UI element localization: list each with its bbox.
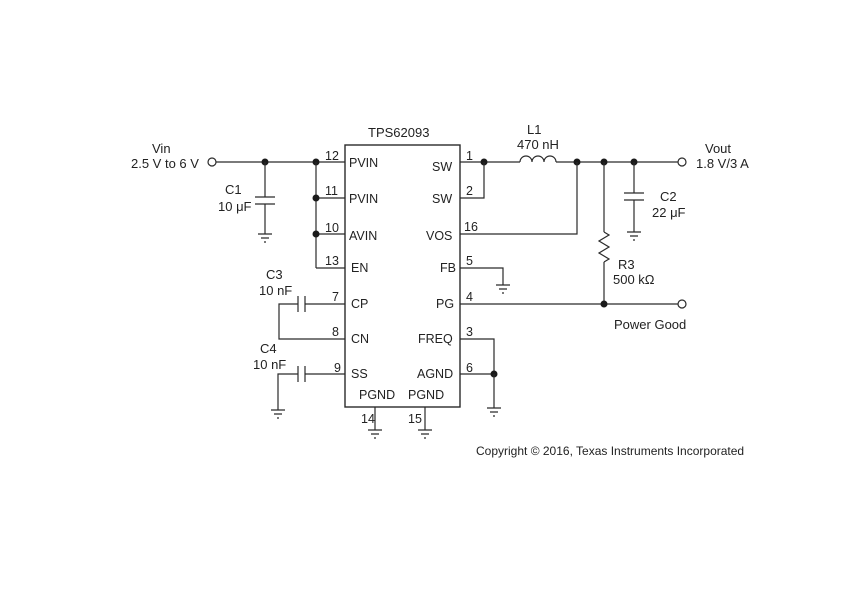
pin-name-5: FB xyxy=(440,261,456,275)
cn-wire xyxy=(278,303,345,340)
pin-name-9: SS xyxy=(351,367,368,381)
pin-num-12: 12 xyxy=(325,149,339,163)
ground-icon xyxy=(418,429,432,439)
pin-name-7: CP xyxy=(351,297,368,311)
c2-ref: C2 xyxy=(660,189,677,204)
r3-resistor-zigzag xyxy=(597,231,611,263)
pin-num-11: 11 xyxy=(325,184,338,198)
vin-terminal xyxy=(207,157,217,167)
chip-body xyxy=(344,144,461,408)
c3-ref: C3 xyxy=(266,267,283,282)
vin-range: 2.5 V to 6 V xyxy=(131,156,199,171)
pin-num-5: 5 xyxy=(466,254,473,268)
junction-pvin-11 xyxy=(312,194,320,202)
ground-icon xyxy=(271,409,285,419)
pin-name-10: AVIN xyxy=(349,229,377,243)
pin-num-3: 3 xyxy=(466,325,473,339)
vout-value: 1.8 V/3 A xyxy=(696,156,749,171)
pin-name-11: PVIN xyxy=(349,192,378,206)
pin-num-9: 9 xyxy=(334,361,341,375)
r3-ref: R3 xyxy=(618,257,635,272)
pin-name-1: SW xyxy=(432,160,452,174)
pin-name-6: AGND xyxy=(417,367,453,381)
pin-name-15: PGND xyxy=(408,388,444,402)
l1-value: 470 nH xyxy=(517,137,559,152)
pin-name-4: PG xyxy=(436,297,454,311)
pin-name-3: FREQ xyxy=(418,332,453,346)
vout-label: Vout xyxy=(705,141,731,156)
c4-ref: C4 xyxy=(260,341,277,356)
ground-icon xyxy=(258,233,272,243)
c1-ref: C1 xyxy=(225,182,242,197)
pin-num-7: 7 xyxy=(332,290,339,304)
ground-icon xyxy=(368,429,382,439)
ground-icon xyxy=(487,407,501,417)
r3-value: 500 kΩ xyxy=(613,272,655,287)
l1-ref: L1 xyxy=(527,122,541,137)
c4-value: 10 nF xyxy=(253,357,286,372)
pin-num-6: 6 xyxy=(466,361,473,375)
pg-terminal xyxy=(677,299,687,309)
vout-terminal xyxy=(677,157,687,167)
pin-num-13: 13 xyxy=(325,254,339,268)
c1-value: 10 μF xyxy=(218,199,252,214)
pin-num-2: 2 xyxy=(466,184,473,198)
c4-ground-wire xyxy=(277,373,298,410)
c3-value: 10 nF xyxy=(259,283,292,298)
pin-name-13: EN xyxy=(351,261,368,275)
pin-name-12: PVIN xyxy=(349,156,378,170)
pin-num-4: 4 xyxy=(466,290,473,304)
l1-inductor-coil xyxy=(519,155,557,163)
pin-num-16: 16 xyxy=(464,220,478,234)
vos-sense-wire xyxy=(460,162,578,235)
pin-name-2: SW xyxy=(432,192,452,206)
junction-avin-10 xyxy=(312,230,320,238)
fb-ground-wire xyxy=(460,267,504,285)
chip-part-number: TPS62093 xyxy=(368,125,429,140)
pin-name-16: VOS xyxy=(426,229,452,243)
power-good-label: Power Good xyxy=(614,317,686,332)
pin-num-15: 15 xyxy=(408,412,422,426)
ground-icon xyxy=(627,231,641,241)
pin-num-10: 10 xyxy=(325,221,339,235)
pin-name-14: PGND xyxy=(359,388,395,402)
freq-wire xyxy=(460,338,495,374)
pin-num-14: 14 xyxy=(361,412,375,426)
c2-value: 22 μF xyxy=(652,205,686,220)
pin-num-1: 1 xyxy=(466,149,473,163)
pin-name-8: CN xyxy=(351,332,369,346)
sw2-wire xyxy=(460,162,485,199)
copyright-notice: Copyright © 2016, Texas Instruments Inco… xyxy=(476,444,744,458)
ground-icon xyxy=(496,284,510,294)
junction-pg xyxy=(600,300,608,308)
vin-label: Vin xyxy=(152,141,171,156)
pin-num-8: 8 xyxy=(332,325,339,339)
